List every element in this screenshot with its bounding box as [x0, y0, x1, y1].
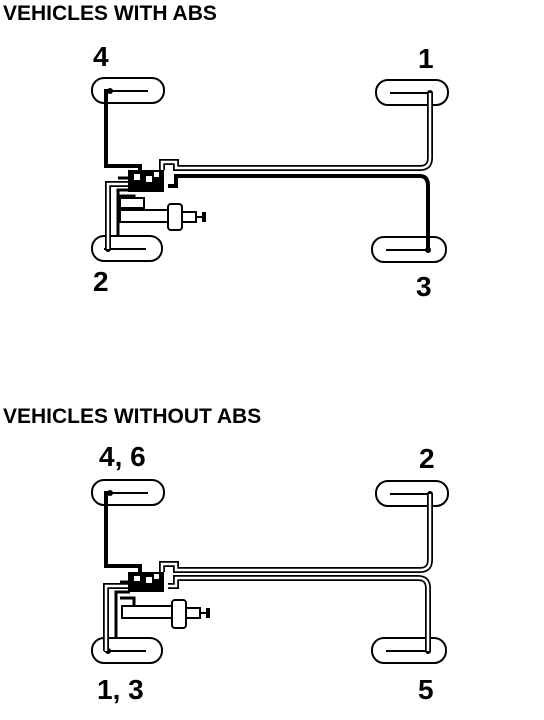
wheel-rear-right-noabs [371, 637, 447, 664]
wheel-label-front-left: 4 [93, 41, 109, 72]
wheel-front-right [375, 79, 449, 106]
wheel-label-rear-right: 3 [416, 271, 432, 302]
abs-modulator-assembly [118, 170, 164, 209]
wheel-rear-right [371, 236, 447, 263]
section-title-with-abs: VEHICLES WITH ABS [3, 2, 217, 25]
wheel-rear-left [91, 235, 163, 262]
wheel-front-left-noabs [91, 479, 165, 506]
combination-valve [120, 572, 164, 606]
wheel-label-front-right: 1 [418, 43, 434, 74]
wheel-label-front-left-noabs: 4, 6 [99, 441, 146, 472]
wheel-front-left [91, 77, 165, 104]
brake-line-diagram-without-abs [91, 479, 449, 664]
wheel-label-front-right-noabs: 2 [419, 443, 435, 474]
wheel-label-rear-left: 2 [93, 266, 109, 297]
section-title-without-abs: VEHICLES WITHOUT ABS [3, 405, 262, 428]
wheel-label-rear-right-noabs: 5 [418, 674, 434, 705]
brake-line-diagram-with-abs [91, 77, 449, 263]
master-cylinder [119, 203, 206, 231]
master-cylinder-noabs [121, 599, 210, 629]
brake-line-front-left-noabs [104, 491, 142, 574]
wheel-label-rear-left-noabs: 1, 3 [97, 674, 144, 705]
wheel-front-right-noabs [375, 480, 449, 507]
wheel-rear-left-noabs [91, 637, 163, 664]
brake-line-front-left [104, 89, 142, 174]
brake-line-rear-right [168, 174, 430, 250]
